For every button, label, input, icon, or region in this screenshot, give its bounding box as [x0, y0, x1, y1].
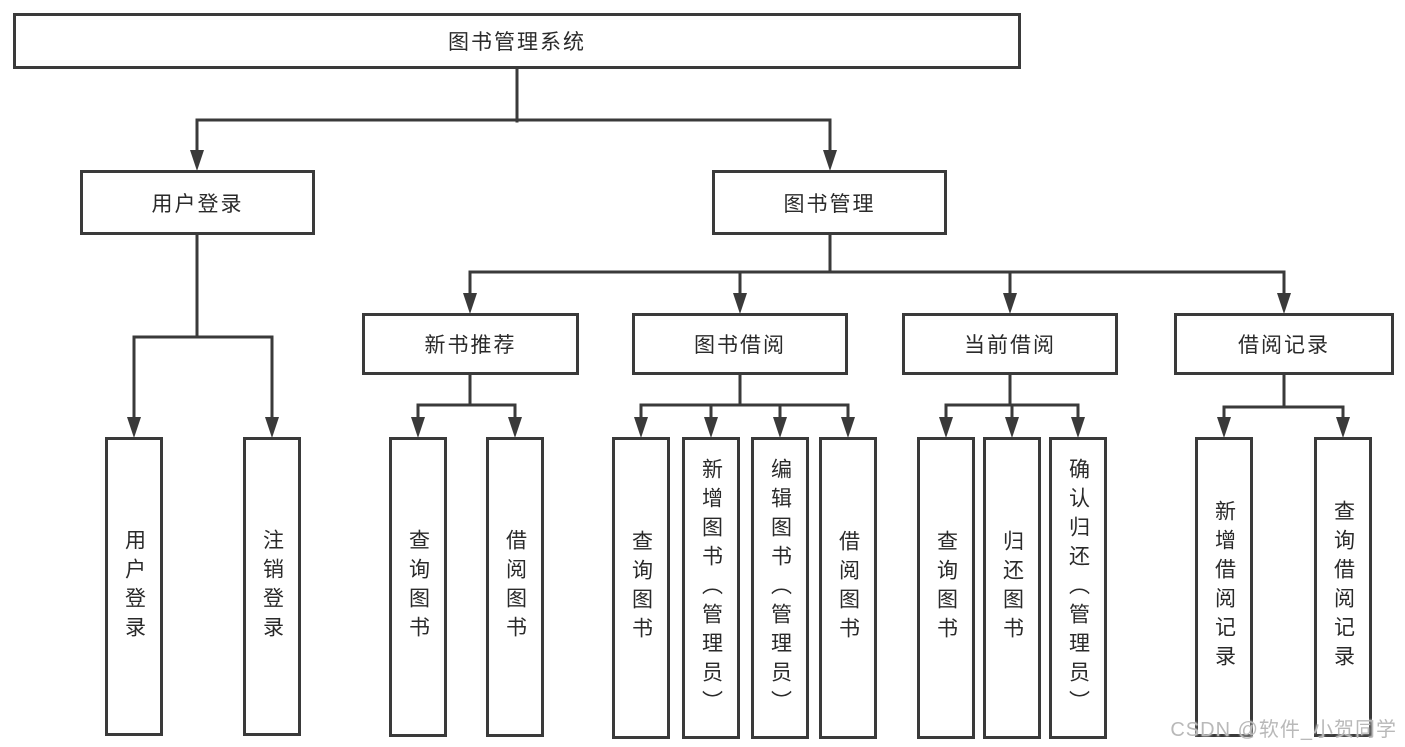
node-borrow-add-book-admin: 新增图书（管理员） [682, 437, 740, 739]
arrowheads [127, 150, 1350, 438]
arrowhead [1005, 417, 1019, 438]
arrowhead [634, 417, 648, 438]
node-borrow-edit-book-admin: 编辑图书（管理员） [751, 437, 809, 739]
node-current-borrow: 当前借阅 [902, 313, 1118, 375]
arrowhead [733, 293, 747, 314]
node-logout: 注销登录 [243, 437, 301, 736]
arrowhead [265, 417, 279, 438]
arrowhead [704, 417, 718, 438]
connector-bookborrow-children [639, 373, 850, 423]
node-user-login-branch: 用户登录 [80, 170, 315, 235]
node-borrow-query-book: 查询图书 [612, 437, 670, 739]
arrowhead [939, 417, 953, 438]
node-current-return-book: 归还图书 [983, 437, 1041, 739]
connector-login-children [132, 233, 274, 423]
node-newbook-query: 查询图书 [389, 437, 447, 737]
node-current-query-book: 查询图书 [917, 437, 975, 739]
connector-borrowrecord-children [1222, 373, 1345, 423]
arrowhead [1217, 417, 1231, 438]
arrowhead [1003, 293, 1017, 314]
node-book-management: 图书管理 [712, 170, 947, 235]
node-current-confirm-return-admin: 确认归还（管理员） [1049, 437, 1107, 739]
arrowhead [773, 417, 787, 438]
node-root: 图书管理系统 [13, 13, 1021, 69]
arrowhead [841, 417, 855, 438]
connector-root-to-level2 [195, 67, 832, 156]
arrowhead [190, 150, 204, 171]
node-user-login-leaf: 用户登录 [105, 437, 163, 736]
csdn-watermark: CSDN @软件_小贺同学 [1170, 719, 1397, 741]
connector-currentborrow-children [944, 373, 1080, 423]
node-record-query: 查询借阅记录 [1314, 437, 1372, 737]
node-borrow-borrow-book: 借阅图书 [819, 437, 877, 739]
arrowhead [1277, 293, 1291, 314]
node-newbook-borrow: 借阅图书 [486, 437, 544, 737]
arrowhead [508, 417, 522, 438]
node-borrow-record: 借阅记录 [1174, 313, 1394, 375]
arrowhead [411, 417, 425, 438]
node-record-add: 新增借阅记录 [1195, 437, 1253, 737]
connector-mgmt-to-level3 [468, 233, 1286, 299]
node-book-borrow: 图书借阅 [632, 313, 848, 375]
connector-newbook-children [416, 373, 517, 423]
arrowhead [823, 150, 837, 171]
arrowhead [1071, 417, 1085, 438]
arrowhead [1336, 417, 1350, 438]
arrowhead [463, 293, 477, 314]
arrowhead [127, 417, 141, 438]
node-new-book-recommend: 新书推荐 [362, 313, 579, 375]
